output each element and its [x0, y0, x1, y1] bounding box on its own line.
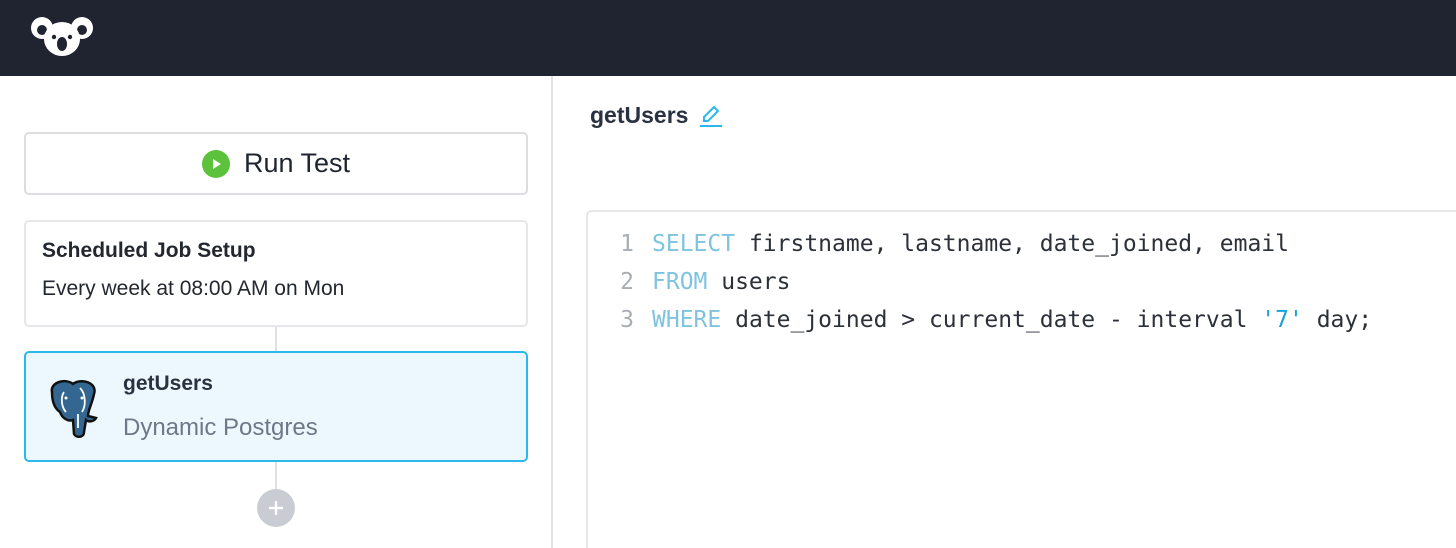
trigger-schedule: Every week at 08:00 AM on Mon: [42, 277, 345, 300]
add-step-button[interactable]: [257, 489, 295, 527]
line-number: 3: [620, 307, 634, 333]
plus-icon: [269, 501, 283, 515]
step-header: getUsers: [590, 102, 724, 129]
play-circle-icon: [201, 149, 230, 178]
step-editor-panel: getUsers 1 SELECT firstname, lastname, d…: [555, 76, 1456, 548]
postgres-elephant-icon: [50, 380, 98, 438]
top-navigation-bar: [0, 0, 1456, 76]
koala-logo-icon[interactable]: [30, 13, 94, 61]
pencil-icon[interactable]: [698, 103, 724, 129]
line-number: 2: [620, 269, 634, 295]
trigger-title: Scheduled Job Setup: [42, 239, 256, 262]
step-type: Dynamic Postgres: [123, 414, 318, 441]
step-connector: [275, 462, 277, 490]
sql-keyword: SELECT: [652, 231, 736, 257]
scheduled-job-card[interactable]: Scheduled Job Setup Every week at 08:00 …: [24, 220, 528, 327]
step-name: getUsers: [123, 372, 213, 395]
step-connector: [275, 327, 277, 351]
run-test-label: Run Test: [243, 148, 351, 178]
code-text: day;: [1302, 307, 1373, 333]
code-line: 2 FROM users: [588, 263, 1456, 301]
sql-code-editor[interactable]: 1 SELECT firstname, lastname, date_joine…: [586, 210, 1456, 548]
step-card-getusers[interactable]: getUsers Dynamic Postgres: [24, 351, 528, 462]
sql-keyword: WHERE: [652, 307, 722, 333]
step-title: getUsers: [590, 102, 689, 128]
code-text: firstname, lastname, date_joined, email: [735, 231, 1289, 257]
workflow-sidebar: Run Test Scheduled Job Setup Every week …: [0, 76, 553, 548]
sql-keyword: FROM: [652, 269, 708, 295]
sql-string-literal: '7': [1261, 307, 1303, 333]
code-text: users: [707, 269, 791, 295]
code-line: 3 WHERE date_joined > current_date - int…: [588, 301, 1456, 339]
code-text: date_joined > current_date - interval: [721, 307, 1262, 333]
line-number: 1: [620, 231, 634, 257]
code-line: 1 SELECT firstname, lastname, date_joine…: [588, 225, 1456, 263]
run-test-button[interactable]: Run Test: [24, 132, 528, 195]
